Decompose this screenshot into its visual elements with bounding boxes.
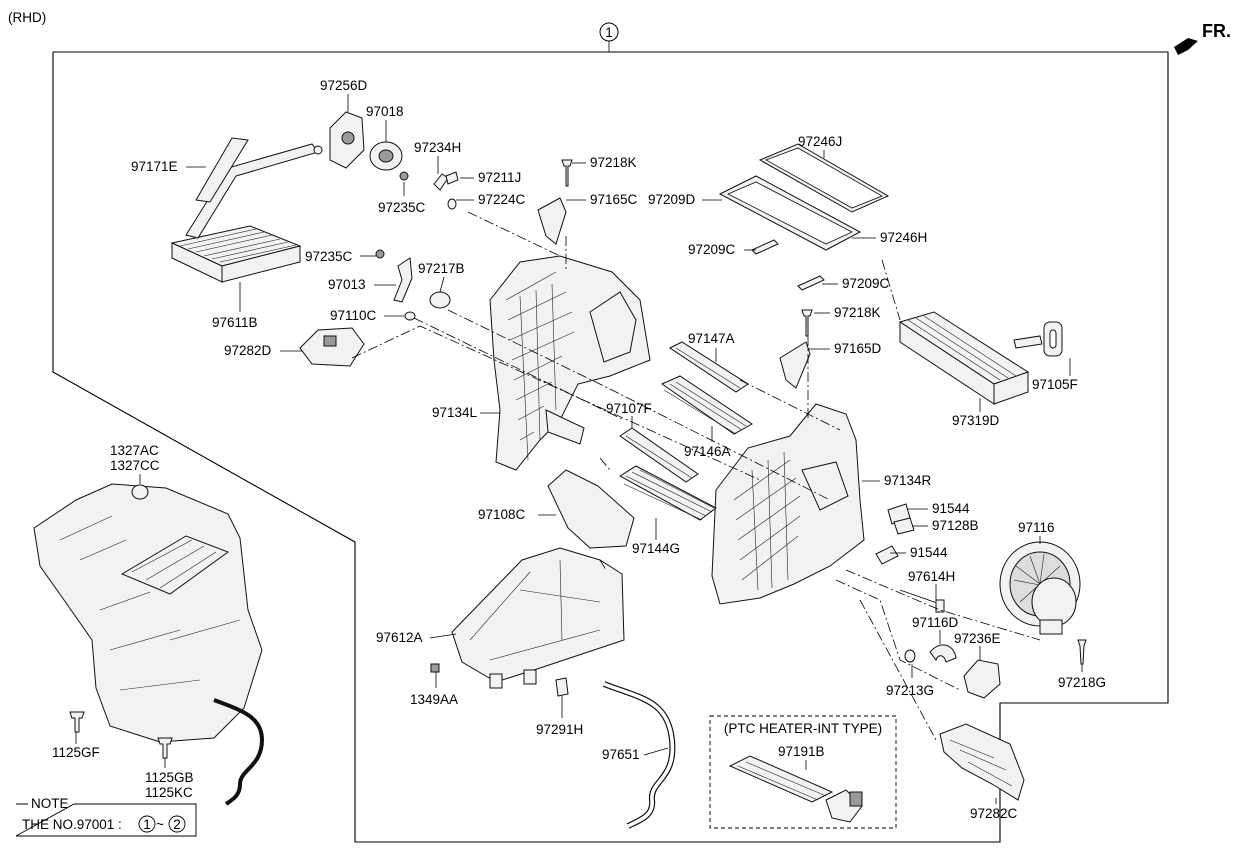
callout-97218K-upper: 97218K <box>590 155 637 170</box>
note-from: 1 <box>143 817 151 832</box>
callout-1327CC: 1327CC <box>110 458 160 473</box>
callout-97291H: 97291H <box>536 722 583 737</box>
duct-drawing <box>547 469 635 549</box>
note-text: THE NO.97001 : <box>22 817 122 832</box>
assembled-hvac-unit-drawing <box>33 483 265 806</box>
callout-97146A: 97146A <box>684 444 731 459</box>
callout-97209C-upper: 97209C <box>688 242 736 257</box>
variant-label: (RHD) <box>8 10 46 25</box>
svg-text:1: 1 <box>605 25 613 40</box>
blower-motor-drawing <box>999 541 1081 635</box>
assembly-callout: 1 <box>599 22 619 52</box>
lever-motor-drawing <box>375 249 451 321</box>
callout-97246J: 97246J <box>798 134 842 149</box>
door-parts-drawing <box>619 341 753 521</box>
callout-97209C-lower: 97209C <box>842 276 890 291</box>
sensor-parts-drawing <box>899 589 1001 699</box>
callout-97171E: 97171E <box>131 159 178 174</box>
callout-97319D: 97319D <box>952 413 1000 428</box>
control-module-drawing <box>299 327 365 367</box>
callout-97235C-lower: 97235C <box>305 249 353 264</box>
callout-97018: 97018 <box>366 104 404 119</box>
callout-97234H: 97234H <box>414 140 461 155</box>
callout-97218G: 97218G <box>1058 675 1106 690</box>
callout-97211J: 97211J <box>478 170 521 185</box>
callout-97013: 97013 <box>328 277 366 292</box>
callout-97144G: 97144G <box>632 541 680 556</box>
callout-97134R: 97134R <box>884 473 932 488</box>
callout-97134L: 97134L <box>432 405 478 420</box>
callout-91544-lower: 91544 <box>910 545 948 560</box>
callout-1349AA: 1349AA <box>410 692 458 707</box>
callout-97213G: 97213G <box>886 683 934 698</box>
callout-1125GF: 1125GF <box>52 745 100 760</box>
actuator-drawing <box>329 111 409 181</box>
callout-97209D: 97209D <box>648 192 696 207</box>
callout-97246H: 97246H <box>880 230 927 245</box>
callout-91544-upper: 91544 <box>932 501 970 516</box>
callout-97256D: 97256D <box>320 78 368 93</box>
callout-97116D: 97116D <box>912 615 959 630</box>
note-box: NOTE THE NO.97001 : 1 ~ 2 <box>15 796 197 837</box>
note-to: 2 <box>173 817 181 832</box>
callout-97651: 97651 <box>602 747 640 762</box>
heater-core-drawing <box>170 137 323 283</box>
callout-97224C: 97224C <box>478 192 526 207</box>
assembly-leader-lines <box>351 211 1041 741</box>
callout-97611B: 97611B <box>212 315 258 330</box>
callout-97614H: 97614H <box>908 569 955 584</box>
callout-97218K-lower: 97218K <box>834 305 881 320</box>
assembly-boundary <box>52 51 1169 843</box>
link-parts-drawing <box>433 171 459 210</box>
callout-97116: 97116 <box>1018 520 1055 535</box>
callout-1125GB: 1125GB <box>145 770 194 785</box>
front-direction-label: FR. <box>1202 21 1231 41</box>
callout-leaders <box>75 94 1083 804</box>
callout-1125KC: 1125KC <box>145 785 193 800</box>
callout-97236E: 97236E <box>954 631 1001 646</box>
callout-97165C: 97165C <box>590 192 638 207</box>
callout-97217B: 97217B <box>418 261 465 276</box>
callout-97282C: 97282C <box>970 806 1018 821</box>
drain-hose-drawing <box>602 681 676 829</box>
side-duct-drawing <box>939 723 1025 801</box>
note-tilde: ~ <box>156 817 164 832</box>
front-direction-arrow-icon: FR. <box>1174 21 1231 55</box>
left-case-drawing <box>489 255 651 471</box>
callout-97128B: 97128B <box>932 518 979 533</box>
callout-97282D: 97282D <box>224 343 272 358</box>
callout-97110C: 97110C <box>330 308 377 323</box>
ptc-box-title: (PTC HEATER-INT TYPE) <box>724 721 882 736</box>
bracket-parts-drawing <box>537 197 915 565</box>
callout-97191B: 97191B <box>778 744 825 759</box>
callout-97147A: 97147A <box>688 331 735 346</box>
clip-parts-drawing <box>430 663 569 697</box>
callout-97108C: 97108C <box>478 507 526 522</box>
callout-97105F: 97105F <box>1032 377 1078 392</box>
callout-97107F: 97107F <box>606 401 652 416</box>
lower-case-drawing <box>451 547 625 689</box>
ptc-heater-box: (PTC HEATER-INT TYPE) <box>709 715 897 829</box>
callout-1327AC: 1327AC <box>110 443 159 458</box>
callout-97235C-upper: 97235C <box>378 200 426 215</box>
callout-97612A: 97612A <box>376 630 423 645</box>
callout-97165D: 97165D <box>834 341 882 356</box>
right-case-drawing <box>711 403 865 605</box>
air-filter-frame-drawing <box>718 143 890 291</box>
screw-icons <box>561 159 1087 665</box>
evaporator-drawing <box>898 311 1063 405</box>
note-title: NOTE <box>31 796 69 811</box>
